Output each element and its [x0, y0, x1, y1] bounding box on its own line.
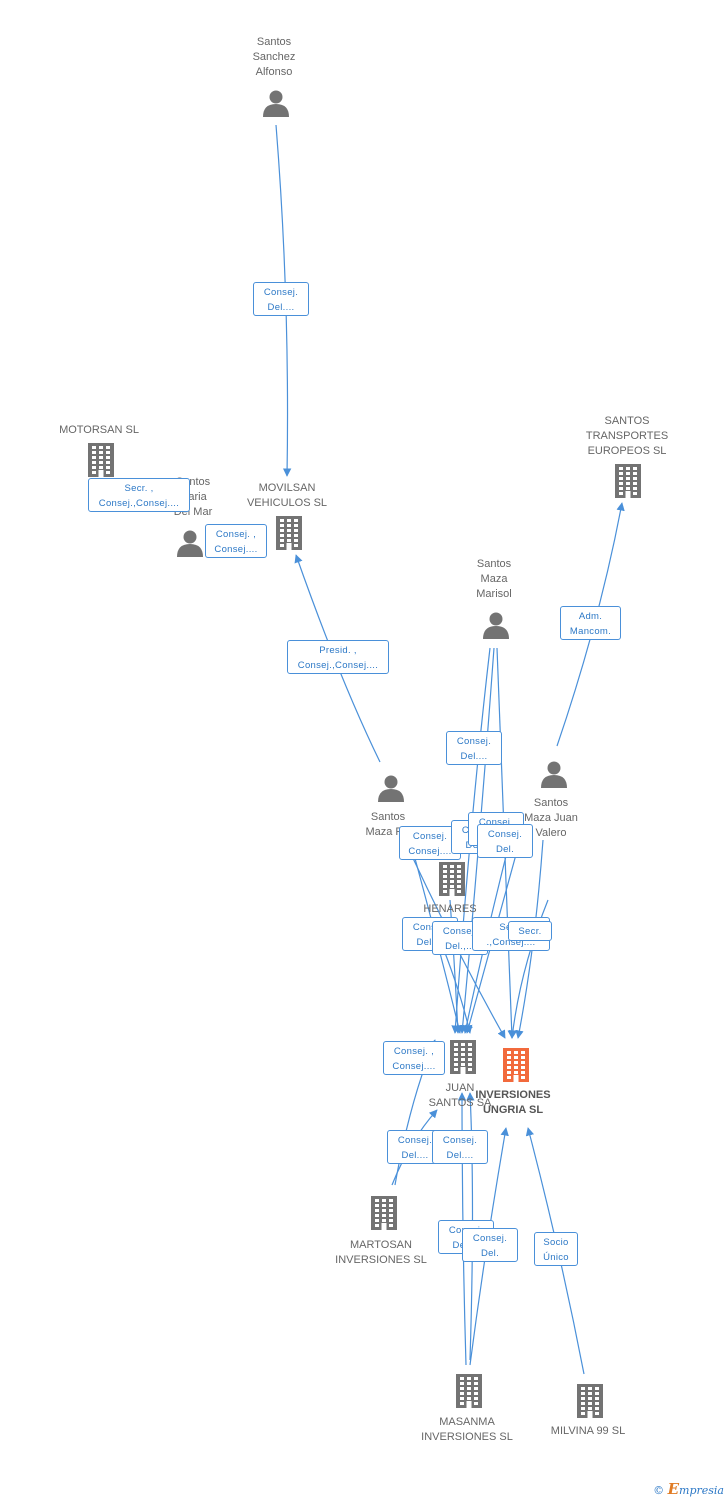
node-label-motorsan[interactable]: MOTORSAN SL — [59, 424, 139, 436]
node-label-santos-sanchez[interactable]: Santos Sanchez Alfonso — [252, 36, 296, 78]
brand-initial: E — [667, 1480, 680, 1498]
node-label-juan-santos[interactable]: JUAN SANTOS SA — [428, 1082, 492, 1109]
building-icon-juan-santos[interactable] — [450, 1040, 476, 1074]
node-label-martosan[interactable]: MARTOSAN INVERSIONES SL — [335, 1239, 427, 1266]
edge-label-3[interactable]: Presid. , Consej.,Consej.... — [287, 640, 389, 674]
node-label-santos-transportes[interactable]: SANTOS TRANSPORTES EUROPEOS SL — [585, 415, 669, 457]
building-icon-movilsan[interactable] — [276, 516, 302, 550]
person-icon-santos-juan-valero[interactable] — [541, 761, 567, 789]
edge-label-1[interactable]: Secr. , Consej.,Consej.... — [88, 478, 190, 512]
edge-label-9[interactable]: Consej. Del. — [477, 824, 533, 858]
copyright-symbol: © — [653, 1484, 665, 1497]
node-label-masanma[interactable]: MASANMA INVERSIONES SL — [421, 1416, 513, 1443]
edge-11 — [508, 899, 549, 1039]
building-icon-inversiones-ungria[interactable] — [503, 1048, 529, 1082]
node-label-santos-juan-valero[interactable]: Santos Maza Juan Valero — [524, 797, 578, 839]
edge-label-2[interactable]: Consej. , Consej.... — [205, 524, 267, 558]
building-icon-santos-transportes[interactable] — [615, 464, 641, 498]
edge-label-5[interactable]: Consej. Del.... — [446, 731, 502, 765]
person-icon-santos-sanchez[interactable] — [263, 90, 289, 118]
building-icon-henares[interactable] — [439, 862, 465, 896]
node-label-inversiones-ungria[interactable]: INVERSIONES UNGRIA SL — [475, 1089, 551, 1116]
edge-label-14[interactable]: Consej. , Consej.... — [383, 1041, 445, 1075]
edge-label-6[interactable]: Consej. Consej.... — [399, 826, 461, 860]
node-label-milvina[interactable]: MILVINA 99 SL — [550, 1425, 626, 1437]
building-icon-milvina[interactable] — [577, 1384, 603, 1418]
person-icon-santos-maza-p[interactable] — [378, 775, 404, 803]
edge-label-0[interactable]: Consej. Del.... — [253, 282, 309, 316]
node-label-santos-marisol[interactable]: Santos Maza Marisol — [476, 558, 512, 600]
edge-label-13[interactable]: Secr. — [508, 921, 552, 941]
node-label-movilsan[interactable]: MOVILSAN VEHICULOS SL — [246, 482, 328, 509]
person-icon-santos-maria[interactable] — [177, 530, 203, 558]
edge-17 — [466, 1092, 475, 1361]
person-icon-santos-marisol[interactable] — [483, 612, 509, 640]
building-icon-martosan[interactable] — [371, 1196, 397, 1230]
edge-label-18[interactable]: Consej. Del. — [462, 1228, 518, 1262]
edge-label-19[interactable]: Socio Único — [534, 1232, 578, 1266]
empresia-watermark: © Empresia — [653, 1480, 724, 1498]
node-label-henares[interactable]: HENARES — [423, 903, 477, 915]
building-icon-masanma[interactable] — [456, 1374, 482, 1408]
edge-label-16[interactable]: Consej. Del.... — [432, 1130, 488, 1164]
edge-10 — [449, 899, 462, 1034]
brand-name: mpresia — [679, 1484, 724, 1497]
edge-label-4[interactable]: Adm. Mancom. — [560, 606, 621, 640]
building-icon-motorsan[interactable] — [88, 443, 114, 477]
